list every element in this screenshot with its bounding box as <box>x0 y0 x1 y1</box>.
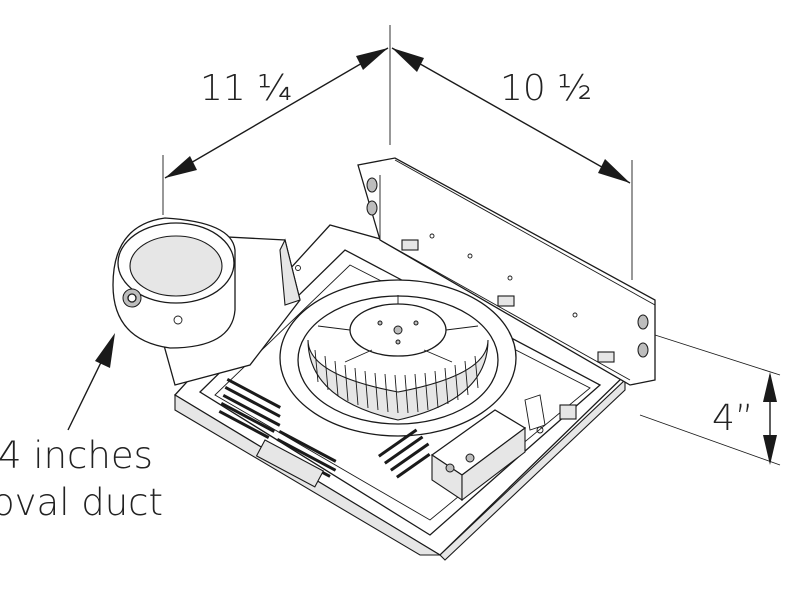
bracket-hole-2 <box>467 253 473 259</box>
bracket-slot-2 <box>366 200 378 216</box>
bracket-slot-1 <box>366 177 378 193</box>
bracket-top-edge <box>394 159 656 306</box>
motor-connector <box>524 394 546 431</box>
bracket-hole-1 <box>429 233 435 239</box>
duct-transition-side <box>279 238 301 306</box>
housing-right-wall <box>439 378 626 561</box>
fan-housing <box>173 157 656 561</box>
housing-inner-edge <box>214 264 591 521</box>
depth-dimension-label: 10 ½ <box>500 68 592 109</box>
bracket-hole-4 <box>572 312 578 318</box>
blower-hub-bolt-1 <box>377 320 383 326</box>
height-dimension-label: 4” <box>712 398 754 439</box>
bracket-hole-3 <box>507 275 513 281</box>
bracket-bottom-edge <box>379 239 631 381</box>
blower-wheel <box>307 295 489 421</box>
duct-leader-arrow <box>95 333 115 368</box>
duct-collar-interior <box>129 235 223 297</box>
blower-hub-center <box>393 325 403 335</box>
terminal-screw-2 <box>465 453 475 463</box>
blower-hub-bolt-3 <box>395 339 401 345</box>
depth-arrow-left <box>392 48 424 72</box>
warning-label-right <box>378 428 431 479</box>
depth-arrow-right <box>598 159 630 183</box>
bracket-tab-3 <box>597 351 615 363</box>
width-dimension-line <box>164 47 389 179</box>
height-arrow-bottom <box>763 435 777 465</box>
housing-flange-tab <box>255 439 325 488</box>
extension-line-height-top <box>654 334 781 376</box>
warning-label-left <box>218 377 281 439</box>
height-arrow-top <box>763 372 777 402</box>
duct-rivet <box>173 315 183 325</box>
width-arrow-left <box>165 156 197 178</box>
depth-dimension-line <box>391 47 631 184</box>
blower-wheel-band <box>307 339 489 421</box>
width-arrow-right <box>356 48 388 70</box>
dimension-lines <box>67 25 781 466</box>
damper-hinge-pin <box>127 293 137 303</box>
blower-hub-spokes <box>317 295 479 363</box>
duct-screw <box>295 265 301 271</box>
bracket-tab-2 <box>497 295 515 307</box>
blower-hub-bolt-2 <box>413 320 419 326</box>
bracket-tab-1 <box>401 239 419 251</box>
duct-callout-line1: 4 inches <box>0 434 153 477</box>
extension-line-height-bottom <box>639 414 781 466</box>
bracket-slot-4 <box>637 342 649 358</box>
duct-connector <box>112 217 301 386</box>
junction-box-side <box>461 426 526 502</box>
width-dimension-label: 11 ¼ <box>200 68 292 109</box>
duct-callout-line2: oval duct <box>0 481 163 524</box>
bracket-slot-3 <box>637 314 649 330</box>
wiring-compartment <box>430 394 577 502</box>
terminal-screw-1 <box>445 463 455 473</box>
power-receptacle <box>559 404 577 420</box>
